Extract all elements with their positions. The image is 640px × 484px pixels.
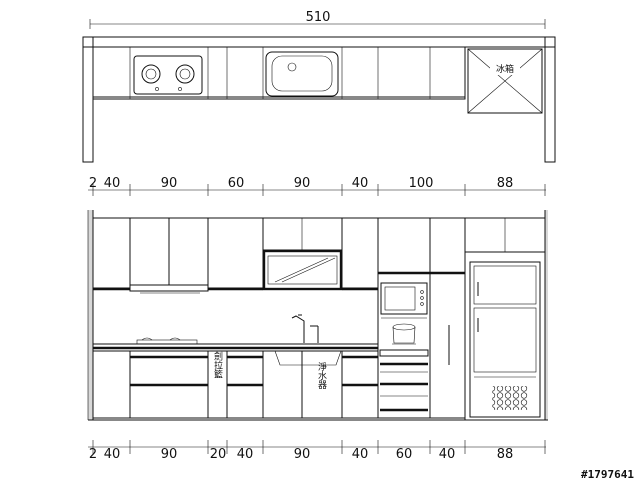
lower-dim-1: 2 (89, 447, 97, 462)
cooktop-plan (133, 55, 203, 95)
fridge-plan: 冰箱 (467, 48, 543, 114)
lower-dim-3: 90 (161, 447, 178, 462)
lower-dim-5: 40 (237, 447, 254, 462)
upper-dim-2: 40 (104, 176, 121, 191)
lower-dim-2: 40 (104, 447, 121, 462)
countertop-plan (82, 36, 556, 163)
sink-plan (265, 51, 339, 97)
lower-dim-4: 20 (210, 447, 227, 462)
upper-dim-5: 90 (294, 176, 311, 191)
water-purifier-label: 淨水器 (316, 361, 327, 389)
fridge-label: 冰箱 (496, 63, 514, 75)
lower-dimension-line: 2 40 90 20 40 90 40 60 40 88 (88, 440, 546, 462)
range-hood (129, 284, 209, 294)
microwave-cabinet (262, 249, 343, 291)
faucet (291, 314, 319, 343)
upper-dim-8: 88 (497, 176, 514, 191)
refrigerator (464, 217, 546, 421)
overall-width-label: 510 (306, 10, 331, 25)
pullout-basket-label: 劍拉籃 (212, 350, 223, 378)
upper-dim-7: 100 (409, 176, 434, 191)
watermark: #1797641 (581, 468, 634, 481)
upper-dimension-line: 2 40 90 60 90 40 100 88 (88, 176, 546, 196)
base-cabinets: 劍拉籃 淨水器 (92, 350, 379, 419)
lower-dim-9: 40 (439, 447, 456, 462)
lower-dim-10: 88 (497, 447, 514, 462)
upper-cabinets (92, 217, 466, 291)
upper-dim-3: 90 (161, 176, 178, 191)
lower-dim-6: 90 (294, 447, 311, 462)
lower-dim-8: 60 (396, 447, 413, 462)
upper-dim-6: 40 (352, 176, 369, 191)
upper-dim-1: 2 (89, 176, 97, 191)
overall-dimension: 510 (89, 10, 546, 29)
appliance-tower (377, 272, 466, 419)
upper-dim-4: 60 (228, 176, 245, 191)
lower-dim-7: 40 (352, 447, 369, 462)
